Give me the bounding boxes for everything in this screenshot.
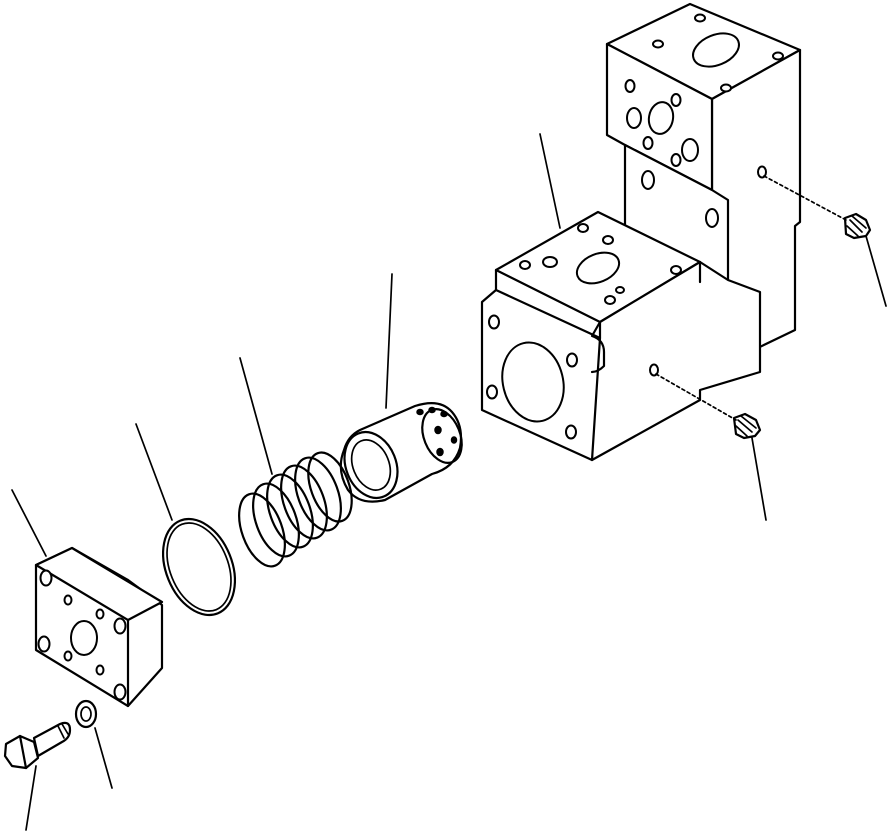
bolt xyxy=(3,721,72,770)
spring xyxy=(238,451,353,568)
leader-cover-plate xyxy=(11,489,47,557)
cover-plate xyxy=(34,546,164,708)
leader-lines xyxy=(11,133,887,831)
valve-sleeve xyxy=(339,401,463,503)
leader-plug-upper-dash xyxy=(763,175,847,221)
leader-plug-lower-dash xyxy=(655,373,737,421)
leader-sleeve xyxy=(385,273,393,409)
leader-spring xyxy=(239,357,273,475)
leader-washer xyxy=(94,727,113,789)
leader-plug-upper xyxy=(865,235,887,307)
o-ring xyxy=(162,517,236,617)
leader-housing xyxy=(539,133,561,229)
leader-bolt xyxy=(25,765,37,831)
leader-o-ring xyxy=(135,423,173,521)
plug-lower xyxy=(732,412,762,440)
leader-plug-lower xyxy=(751,437,767,521)
valve-housing xyxy=(480,2,802,462)
plug-upper xyxy=(843,212,872,240)
washer xyxy=(74,699,98,729)
